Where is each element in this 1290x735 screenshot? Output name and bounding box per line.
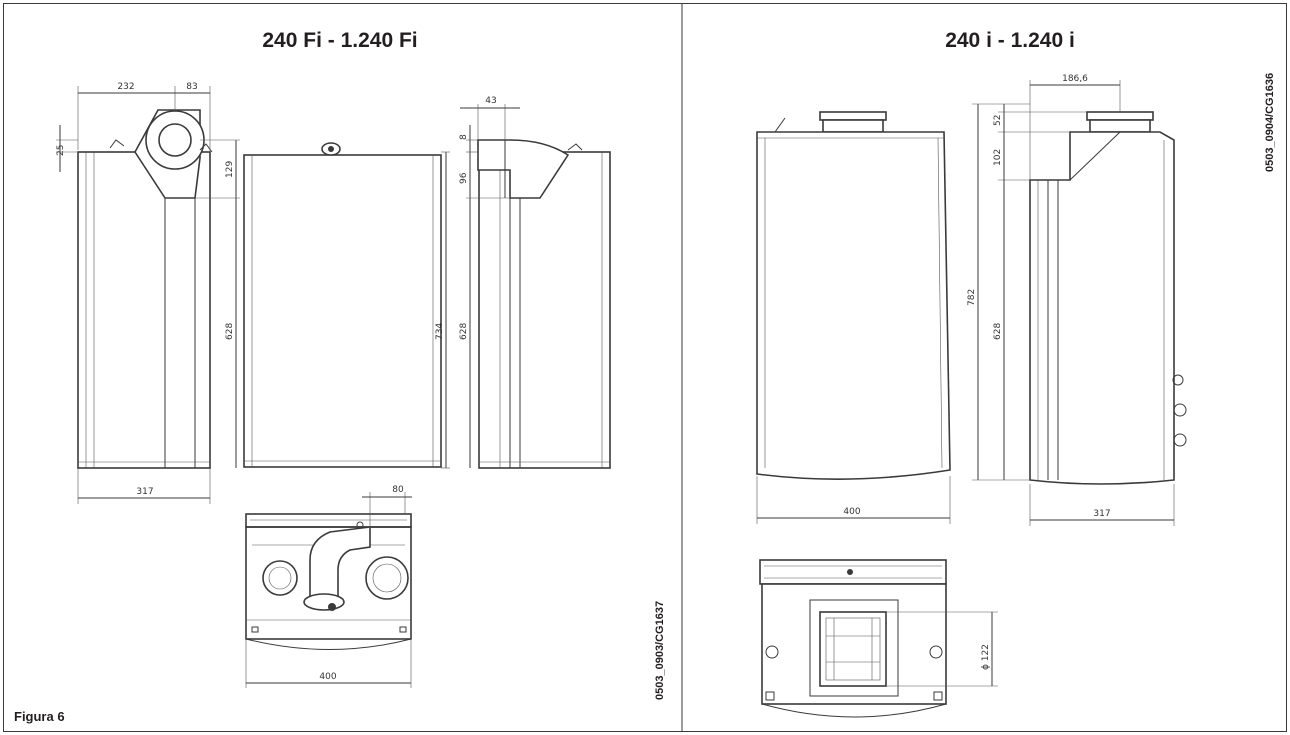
dim-43: 43	[485, 96, 496, 106]
flue-collar	[819, 611, 887, 687]
side-view-right	[477, 139, 611, 469]
left-panel-title: 240 Fi - 1.240 Fi	[262, 29, 417, 52]
dim-25: 25	[56, 145, 66, 156]
dim-129: 129	[225, 161, 235, 178]
front-view-body	[77, 151, 211, 469]
left-panel-code: 0503_0903/CG1637	[654, 601, 666, 700]
dim-8: 8	[459, 134, 469, 140]
dim-96: 96	[459, 172, 469, 184]
bottom-view-fi	[245, 513, 412, 650]
left-dimensions: 232 83 25 129 628 734 43 8 96	[56, 82, 520, 688]
side-view-i	[1029, 111, 1187, 485]
dim-phi-122: ϕ 122	[981, 644, 991, 670]
bottom-view-i	[759, 559, 947, 718]
dim-80: 80	[392, 485, 404, 495]
dim-186-6: 186,6	[1062, 74, 1088, 84]
dim-628-left: 628	[225, 323, 235, 340]
dim-232: 232	[117, 82, 134, 92]
dim-317-left: 317	[136, 487, 153, 497]
right-panel-title: 240 i - 1.240 i	[945, 29, 1075, 52]
right-dimensions: 186,6 52 102 628 782 400 317 ϕ 122	[756, 74, 1175, 687]
dim-102: 102	[993, 149, 1003, 166]
dim-317-right: 317	[1093, 509, 1110, 519]
dim-628-right-panel: 628	[993, 323, 1003, 340]
dim-734: 734	[435, 323, 445, 340]
front-view-i	[756, 111, 951, 480]
side-view-center	[243, 142, 442, 468]
dim-400-left: 400	[319, 672, 336, 682]
figure-caption: Figura 6	[14, 709, 65, 724]
dim-628-right: 628	[459, 323, 469, 340]
dim-782: 782	[967, 289, 977, 306]
flue-pipe-bottom	[309, 526, 371, 603]
dim-83: 83	[186, 82, 197, 92]
dim-52: 52	[993, 115, 1003, 126]
right-panel-code: 0503_0904/CG1636	[1264, 73, 1276, 172]
dim-400-right: 400	[843, 507, 860, 517]
front-view-fi	[77, 109, 213, 469]
outer-frame	[3, 3, 1287, 732]
